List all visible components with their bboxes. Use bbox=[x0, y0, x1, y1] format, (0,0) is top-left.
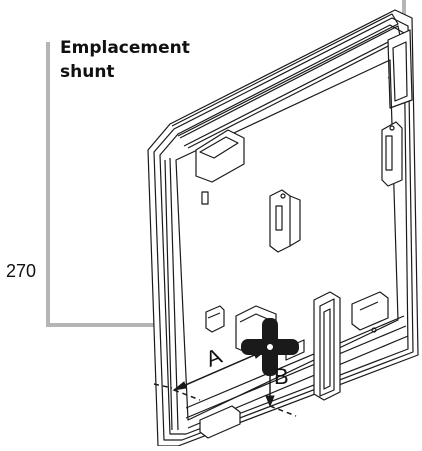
radiator-panel bbox=[147, 9, 419, 447]
dimension-label-b: B bbox=[274, 364, 289, 389]
shunt-label-line2: shunt bbox=[60, 62, 115, 82]
shunt-label-line1: Emplacement bbox=[60, 38, 190, 58]
cross-marker-icon bbox=[241, 318, 299, 376]
callout-line-left bbox=[46, 42, 200, 327]
shunt-location-label: Emplacement shunt bbox=[60, 36, 190, 84]
dimension-value-label: 270 bbox=[6, 261, 37, 281]
